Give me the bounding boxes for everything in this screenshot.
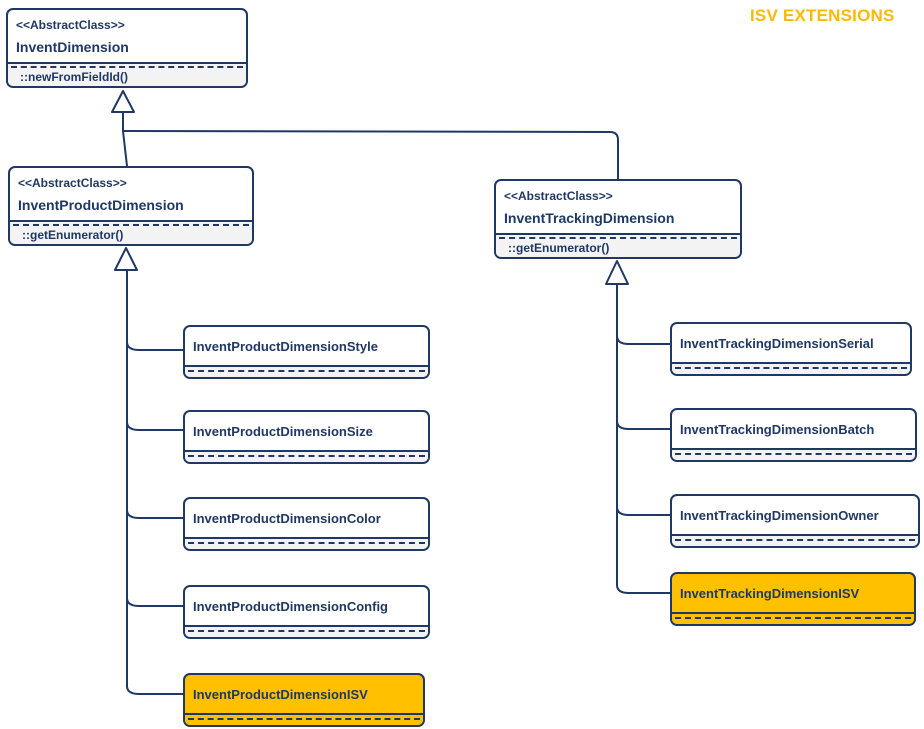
connector-product-config [126,597,184,607]
class-name-label: InventProductDimensionColor [193,510,381,526]
connector-to-product-dimension [122,130,128,167]
stereotype-label: <<AbstractClass>> [504,188,613,203]
class-box-invent-tracking-dimension-batch: InventTrackingDimensionBatch [670,408,917,462]
dashed-separator [675,453,912,455]
class-box-invent-product-dimension-color: InventProductDimensionColor [183,497,430,551]
connector-product-color [126,509,184,519]
empty-compartment [672,534,918,546]
empty-compartment [672,448,915,460]
dashed-separator [499,237,737,239]
connector-product-style [126,341,184,351]
dashed-separator [188,455,425,457]
generalization-arrow-inventdimension [111,90,135,113]
connector-tracking-serial [616,335,671,345]
empty-compartment [185,713,423,725]
dashed-separator [11,66,243,68]
class-name-label: InventProductDimensionSize [193,423,373,439]
class-box-invent-tracking-dimension-owner: InventTrackingDimensionOwner [670,494,920,548]
class-name-label: InventTrackingDimension [504,209,675,226]
generalization-arrow-trackingdimension [605,260,629,285]
class-name-label: InventTrackingDimensionISV [680,585,860,601]
connector-tracking-owner [616,506,671,516]
method-compartment: ::newFromFieldId() [8,62,246,86]
class-name-label: InventProductDimensionStyle [193,338,378,354]
connector-to-tracking-dimension [122,130,619,180]
class-title-compartment: <<AbstractClass>> InventDimension [8,10,246,62]
method-label: ::newFromFieldId() [20,70,128,84]
class-box-invent-product-dimension: <<AbstractClass>> InventProductDimension… [8,166,254,246]
empty-compartment [185,537,428,549]
class-name-label: InventProductDimension [18,196,184,213]
dashed-separator [188,370,425,372]
class-name-label: InventTrackingDimensionSerial [680,335,874,351]
class-box-invent-product-dimension-style: InventProductDimensionStyle [183,325,430,379]
dashed-separator [675,539,915,541]
class-name-label: InventProductDimensionISV [193,686,368,702]
dashed-separator [13,224,249,226]
method-compartment: ::getEnumerator() [496,233,740,257]
method-label: ::getEnumerator() [22,228,124,242]
dashed-separator [675,367,907,369]
empty-compartment [185,450,428,462]
dashed-separator [188,718,420,720]
class-name-label: InventTrackingDimensionBatch [680,421,875,437]
connector-tracking-isv [616,584,671,594]
class-name-label: InventDimension [16,38,129,55]
connector-tracking-batch [616,420,671,430]
class-box-invent-product-dimension-config: InventProductDimensionConfig [183,585,430,639]
class-box-invent-product-dimension-isv: InventProductDimensionISV [183,673,425,727]
generalization-arrow-productdimension [114,247,138,271]
empty-compartment [672,612,914,624]
method-label: ::getEnumerator() [508,241,610,255]
empty-compartment [185,365,428,377]
empty-compartment [672,362,910,374]
method-compartment: ::getEnumerator() [10,220,252,244]
stereotype-label: <<AbstractClass>> [18,175,127,190]
dashed-separator [188,542,425,544]
stereotype-label: <<AbstractClass>> [16,17,125,32]
class-box-invent-dimension: <<AbstractClass>> InventDimension ::newF… [6,8,248,88]
connector-product-size [126,421,184,431]
class-name-label: InventProductDimensionConfig [193,598,388,614]
class-box-invent-product-dimension-size: InventProductDimensionSize [183,410,430,464]
empty-compartment [185,625,428,637]
diagram-title-isv-extensions: ISV EXTENSIONS [750,6,895,25]
connector-product-isv [126,685,184,695]
dashed-separator [188,630,425,632]
class-box-invent-tracking-dimension-isv: InventTrackingDimensionISV [670,572,916,626]
class-title-compartment: <<AbstractClass>> InventTrackingDimensio… [496,181,740,233]
class-title-compartment: <<AbstractClass>> InventProductDimension [10,168,252,220]
class-box-invent-tracking-dimension-serial: InventTrackingDimensionSerial [670,322,912,376]
class-name-label: InventTrackingDimensionOwner [680,507,879,523]
class-box-invent-tracking-dimension: <<AbstractClass>> InventTrackingDimensio… [494,179,742,259]
dashed-separator [675,617,911,619]
